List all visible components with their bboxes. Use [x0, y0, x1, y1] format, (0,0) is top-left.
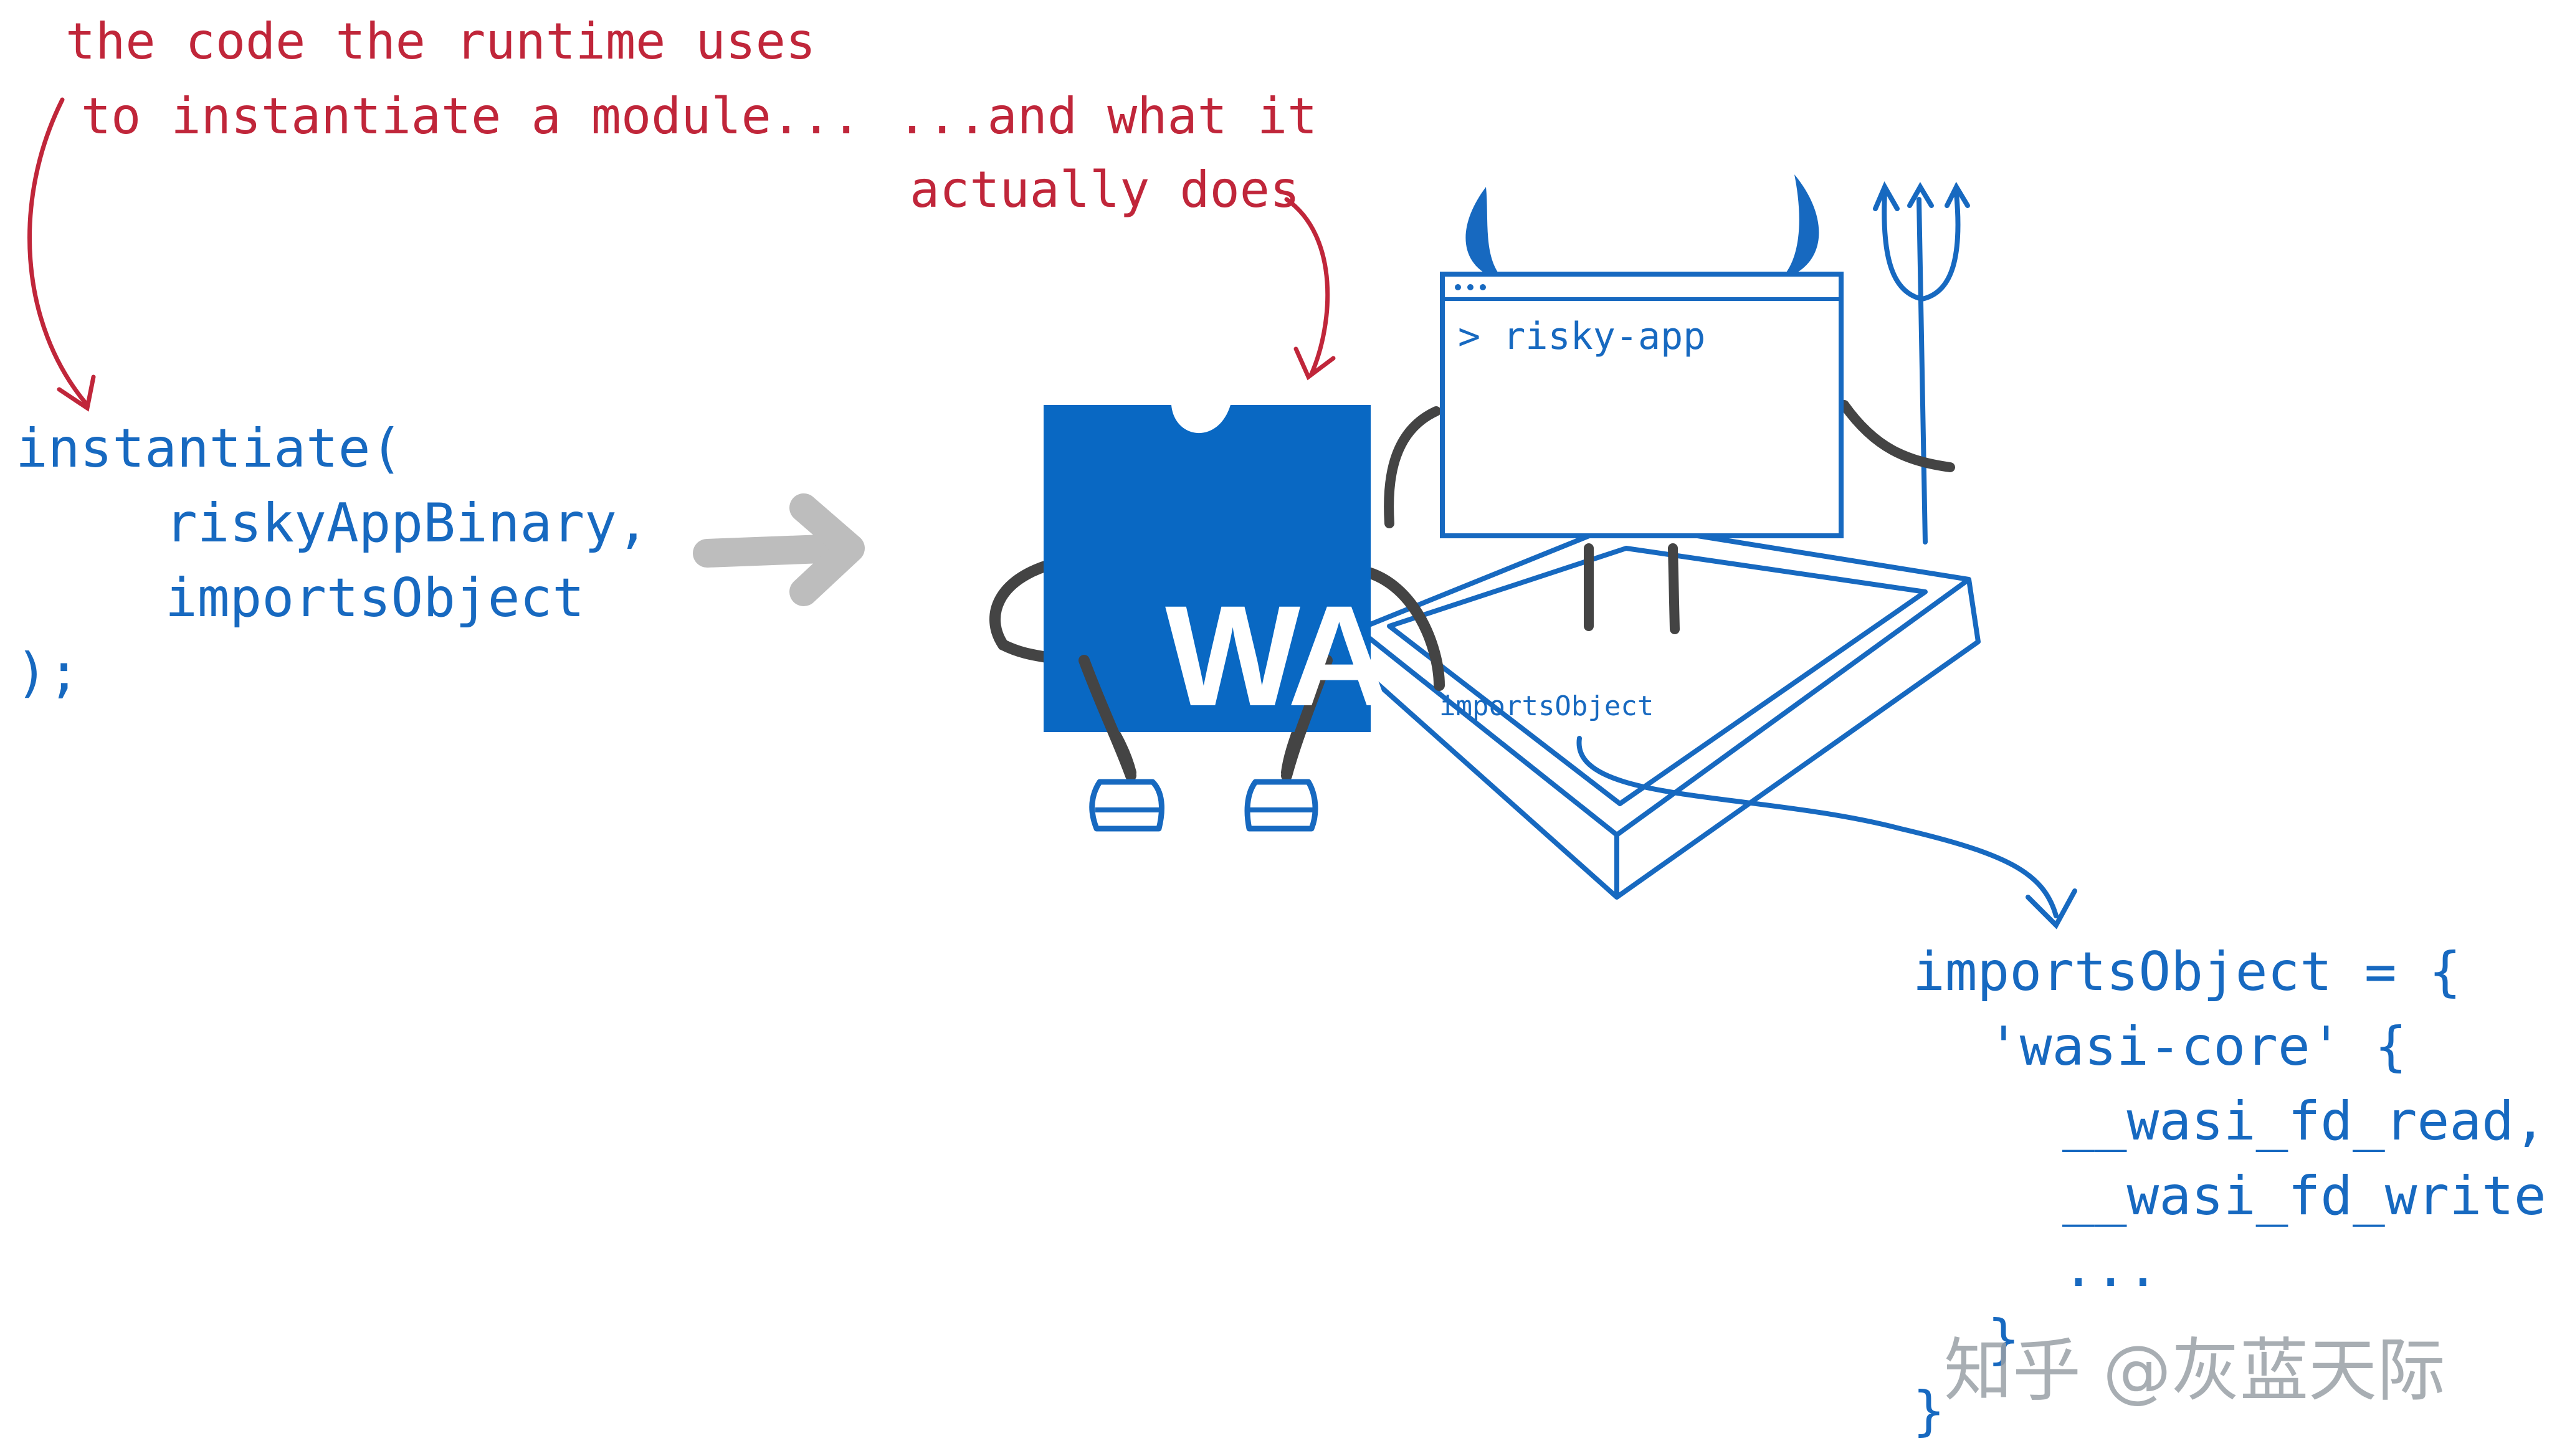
terminal-window [1440, 272, 1844, 538]
platform-label: importsObject [1439, 690, 1654, 722]
right-annotation-arrow [1284, 197, 1336, 381]
annotation-right-line2: actually does [910, 161, 1300, 219]
wasm-module-label: WA [1165, 576, 1391, 736]
terminal-limbs [1384, 400, 1955, 634]
imports-arrow [1576, 736, 2077, 930]
code-left-line3: importsObject [165, 567, 585, 629]
horns-icon [1465, 174, 1819, 277]
code-right-line5: ... [2062, 1237, 2159, 1299]
wasm-module-block [1044, 405, 1371, 732]
annotation-left-line1: the code the runtime uses [65, 12, 816, 70]
terminal-prompt: > risky-app [1458, 315, 1706, 358]
imports-platform [1356, 521, 1981, 900]
left-annotation-arrow [27, 97, 96, 412]
module-legs-front [1078, 655, 1333, 781]
trident-icon [1873, 181, 1970, 545]
code-right-line6: } [1988, 1308, 2020, 1371]
watermark: 知乎 @灰蓝天际 [1944, 1331, 2445, 1411]
gray-arrow [693, 493, 865, 606]
code-left-line4: ); [16, 642, 80, 704]
code-right-line2: 'wasi-core' { [1988, 1016, 2407, 1078]
code-left-line1: instantiate( [16, 417, 403, 480]
annotation-right-line1: ...and what it [897, 87, 1318, 145]
code-right-line4: __wasi_fd_write, [2062, 1165, 2552, 1227]
code-right-line7: } [1913, 1380, 1945, 1442]
annotation-left-line2: to instantiate a module... [81, 87, 862, 145]
code-left-line2: riskyAppBinary, [165, 492, 649, 554]
code-right-line3: __wasi_fd_read, [2062, 1090, 2546, 1153]
code-right-line1: importsObject = { [1913, 941, 2462, 1003]
shoes-icon [1089, 779, 1318, 832]
